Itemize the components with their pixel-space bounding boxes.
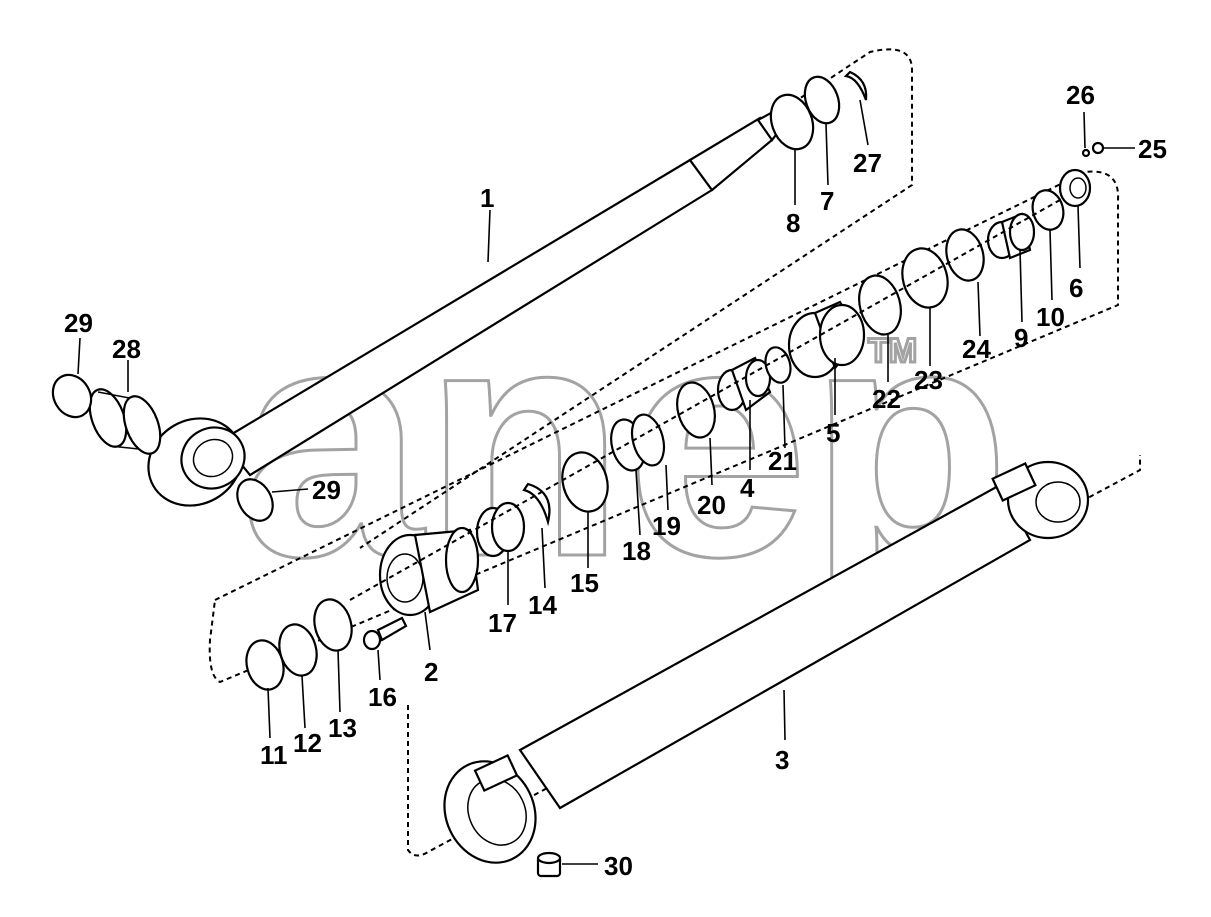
- ring-13: [313, 598, 353, 652]
- callout-10: 10: [1036, 302, 1065, 332]
- bolt: [362, 616, 408, 651]
- callout-20: 20: [697, 490, 726, 520]
- callout-29-right: 29: [312, 475, 341, 505]
- leader-lines: [77, 99, 1135, 865]
- callout-3: 3: [775, 745, 789, 775]
- callout-2: 2: [424, 657, 438, 687]
- callout-27: 27: [853, 148, 882, 178]
- callout-22: 22: [872, 384, 901, 414]
- callout-labels: 1 2 3 4 5 6 7 8 9 10 11 12 13 14 15 16 1…: [64, 80, 1167, 881]
- callout-30: 30: [604, 851, 633, 881]
- lock-nut-6: [1058, 168, 1092, 208]
- callout-1: 1: [480, 183, 494, 213]
- tube-group-outline: [407, 455, 1141, 857]
- callout-23: 23: [914, 365, 943, 395]
- assembly-axis: [349, 199, 1061, 601]
- callout-8: 8: [786, 208, 800, 238]
- bushing-17: [475, 501, 526, 558]
- callout-26: 26: [1066, 80, 1095, 110]
- seal-ring-29-left: [51, 373, 93, 419]
- bushing: [88, 388, 162, 455]
- callout-18: 18: [622, 536, 651, 566]
- callout-24: 24: [962, 334, 991, 364]
- callout-12: 12: [293, 728, 322, 758]
- callout-7: 7: [820, 186, 834, 216]
- ring-12: [278, 623, 318, 677]
- callout-25: 25: [1138, 134, 1167, 164]
- callout-4: 4: [740, 473, 755, 503]
- ring-8: [769, 93, 815, 151]
- cushion-ring: [716, 356, 772, 412]
- callout-6: 6: [1069, 273, 1083, 303]
- callout-9: 9: [1014, 323, 1028, 353]
- callout-11: 11: [260, 740, 288, 770]
- ring-7: [803, 75, 841, 125]
- ring-20: [676, 381, 716, 439]
- callout-19: 19: [652, 511, 681, 541]
- ring-24: [945, 228, 985, 282]
- ring-23: [901, 247, 949, 309]
- ball-26: [1081, 148, 1091, 158]
- callout-5: 5: [826, 418, 840, 448]
- piston: [787, 300, 866, 379]
- snap-ring-27: [843, 70, 868, 101]
- callout-17: 17: [488, 608, 517, 638]
- callout-13: 13: [328, 713, 357, 743]
- callout-15: 15: [570, 568, 599, 598]
- rod-group-outline: [237, 48, 913, 549]
- seal-ring-29-right: [236, 478, 274, 522]
- ring-15: [561, 451, 609, 513]
- seal-kit-outline: [208, 170, 1120, 684]
- callout-16: 16: [368, 682, 397, 712]
- ring-22: [858, 274, 902, 336]
- callout-29-left: 29: [64, 308, 93, 338]
- plug: [536, 851, 562, 878]
- callout-21: 21: [768, 446, 797, 476]
- callout-14: 14: [528, 590, 557, 620]
- watermark-tm: TM: [868, 332, 917, 370]
- set-screw-25: [1091, 141, 1105, 155]
- cylinder-tube: [443, 460, 1090, 864]
- cylinder-head: [378, 526, 480, 617]
- callout-28: 28: [112, 334, 141, 364]
